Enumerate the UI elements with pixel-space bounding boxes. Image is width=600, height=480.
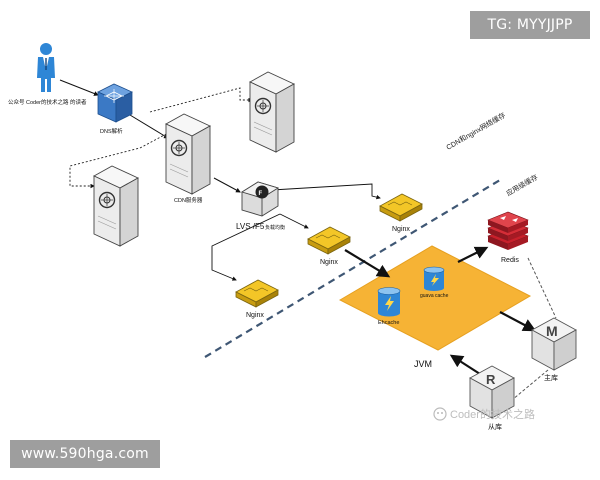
brand-icon <box>433 407 447 421</box>
dns-label: DNS解析 <box>100 127 123 135</box>
cdn-server-label: CDN服务器 <box>174 196 203 204</box>
watermark-top: TG: MYYJJPP <box>470 11 590 39</box>
redis-to-master-link <box>527 257 557 319</box>
slave-label: 从库 <box>488 422 502 431</box>
dns-to-cdn-link <box>129 114 169 139</box>
nginx-to-jvm-arrow <box>344 249 391 278</box>
user-label: 公众号 Coder的技术之路 的读者 <box>8 98 87 106</box>
user-icon <box>37 43 55 92</box>
cdn-to-lvs-link <box>213 177 241 193</box>
dns-cube-icon <box>97 83 133 123</box>
redis-label: Redis <box>501 257 519 264</box>
slave-letter: R <box>486 372 496 387</box>
nginx-label-right: Nginx <box>392 226 410 233</box>
nginx-chip-icon-mid <box>307 226 351 255</box>
jvm-plane <box>338 245 532 351</box>
app-cache-label: 应用级缓存 <box>505 172 540 197</box>
user-to-dns-link <box>59 79 99 96</box>
cdn-server-left-icon <box>93 165 139 247</box>
master-to-slave-link <box>511 369 549 401</box>
cdn-nginx-cache-label: CDN和nginx网络缓存 <box>445 110 507 151</box>
jvm-to-master-arrow <box>499 311 537 332</box>
lvs-to-nginx-left-link <box>211 213 281 281</box>
cdn-server-top-icon <box>249 71 295 153</box>
redis-icon <box>487 211 529 250</box>
cdn-server-main-icon <box>165 113 211 195</box>
cache-layer-divider <box>204 179 501 358</box>
nginx-label-left: Nginx <box>246 312 264 319</box>
nginx-chip-icon-left <box>235 279 279 308</box>
jvm-to-redis-arrow <box>457 246 489 263</box>
master-letter: M <box>546 323 558 339</box>
ehcache-label: Ehcache <box>378 320 399 326</box>
nginx-chip-icon-right <box>379 193 423 222</box>
brand-watermark: Coder的技术之路 <box>450 407 535 421</box>
watermark-bottom: www.590hga.com <box>10 440 160 468</box>
lvs-label: LVS /F5 <box>236 222 265 231</box>
ehcache-icon <box>377 287 401 317</box>
lvs-to-nginx-right-link <box>271 183 381 200</box>
lvs-to-nginx-mid-link <box>279 213 309 229</box>
load-balancer-icon: F <box>240 181 280 217</box>
jvm-label: JVM <box>414 359 432 369</box>
nginx-label-mid: Nginx <box>320 259 338 266</box>
slave-to-jvm-arrow <box>449 354 481 375</box>
guava-cache-icon <box>423 266 445 291</box>
lvs-sub-label: 负载均衡 <box>265 224 285 231</box>
dns-to-cdn-top-link <box>149 87 253 113</box>
master-label: 主库 <box>544 373 558 382</box>
guava-cache-label: guava cache <box>420 293 449 299</box>
svg-text:F: F <box>259 191 263 197</box>
